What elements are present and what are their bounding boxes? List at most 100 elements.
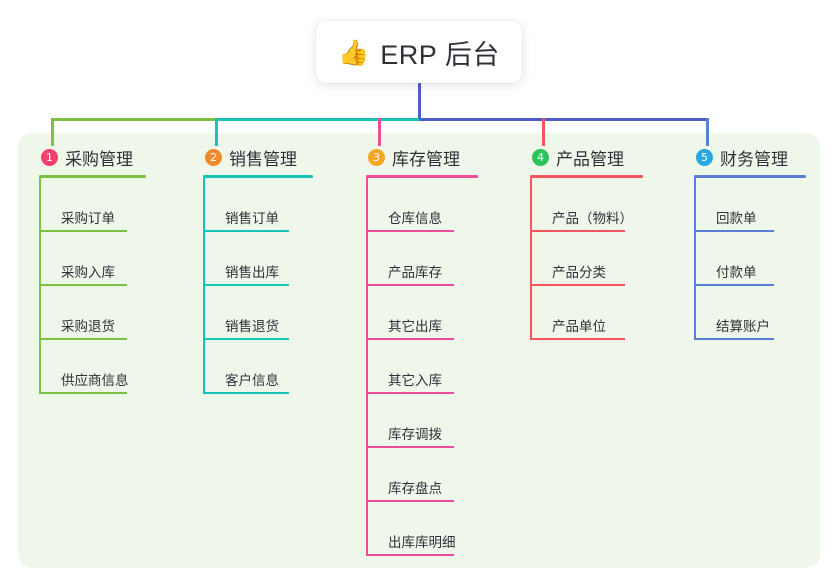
branch-item[interactable]: 销售出库 (203, 232, 313, 286)
branch-header-4[interactable]: 4 产品管理 (530, 146, 643, 169)
branch-5: 5 财务管理回款单付款单结算账户 (694, 146, 806, 340)
branch-item-rule (203, 392, 289, 394)
branch-rule-4 (530, 175, 643, 178)
branch-item-label: 仓库信息 (388, 211, 442, 226)
branch-item-label: 采购退货 (61, 319, 115, 334)
branch-4: 4 产品管理产品（物料） 产品分类产品单位 (530, 146, 643, 340)
branch-item-label: 其它出库 (388, 319, 442, 334)
branch-item-label: 出库库明细 (388, 535, 456, 550)
branch-item-rule (694, 284, 774, 286)
branch-label-3: 库存管理 (392, 149, 460, 169)
branch-item[interactable]: 库存盘点 (366, 448, 478, 502)
branch-items-2: 销售订单销售出库销售退货客户信息 (203, 178, 313, 394)
branch-item-rule (694, 338, 774, 340)
root-connector-stem (418, 83, 421, 121)
branch-item-rule (366, 338, 454, 340)
branch-item[interactable]: 其它出库 (366, 286, 478, 340)
branch-item-rule (530, 338, 625, 340)
branch-item-label: 结算账户 (716, 319, 770, 334)
branch-header-2[interactable]: 2 销售管理 (203, 146, 313, 169)
branch-badge-1: 1 (41, 148, 58, 166)
branch-item[interactable]: 库存调拨 (366, 394, 478, 448)
branch-item[interactable]: 仓库信息 (366, 178, 478, 232)
branches-panel (18, 133, 820, 568)
branch-header-3[interactable]: 3 库存管理 (366, 146, 478, 169)
branch-stem-3 (366, 178, 368, 556)
branch-item[interactable]: 采购入库 (39, 232, 146, 286)
branch-header-1[interactable]: 1 采购管理 (39, 146, 146, 169)
branch-item-rule (694, 230, 774, 232)
branch-item[interactable]: 客户信息 (203, 340, 313, 394)
branch-item-rule (203, 230, 289, 232)
branch-label-2: 销售管理 (229, 149, 297, 169)
branch-item-rule (39, 230, 127, 232)
branch-badge-5: 5 (696, 148, 713, 166)
branch-item-label: 回款单 (716, 211, 757, 226)
branch-1: 1 采购管理采购订单采购入库采购退货供应商信息 (39, 146, 146, 394)
branch-label-5: 财务管理 (720, 149, 788, 169)
branch-item[interactable]: 销售订单 (203, 178, 313, 232)
branch-item-label: 采购订单 (61, 211, 115, 226)
branch-item[interactable]: 回款单 (694, 178, 806, 232)
branch-3: 3 库存管理仓库信息产品库存其它出库其它入库库存调拨库存盘点出库库明细 (366, 146, 478, 556)
branch-item-label: 库存调拨 (388, 427, 442, 442)
connector-drop-4 (542, 118, 545, 146)
branch-label-4: 产品管理 (556, 149, 624, 169)
branch-item[interactable]: 付款单 (694, 232, 806, 286)
branch-item[interactable]: 其它入库 (366, 340, 478, 394)
branch-item[interactable]: 产品库存 (366, 232, 478, 286)
branch-item[interactable]: 供应商信息 (39, 340, 146, 394)
branch-item[interactable]: 产品分类 (530, 232, 643, 286)
branch-label-1: 采购管理 (65, 149, 133, 169)
branch-rule-3 (366, 175, 478, 178)
connector-drop-2 (215, 118, 218, 146)
thumbs-up-icon: 👍 (338, 37, 370, 67)
branch-item-label: 产品分类 (552, 265, 606, 280)
branch-badge-2: 2 (205, 148, 222, 166)
branch-item-rule (203, 284, 289, 286)
branch-item[interactable]: 采购订单 (39, 178, 146, 232)
branch-item[interactable]: 采购退货 (39, 286, 146, 340)
branch-item-label: 客户信息 (225, 373, 279, 388)
branch-item-rule (203, 338, 289, 340)
branch-item-rule (366, 392, 454, 394)
connector-drop-1 (51, 118, 54, 146)
branch-badge-4: 4 (532, 148, 549, 166)
branch-item-rule (530, 284, 625, 286)
branch-2: 2 销售管理销售订单销售出库销售退货客户信息 (203, 146, 313, 394)
root-node-label: ERP 后台 (380, 39, 500, 70)
connector-bus-segment-3 (419, 118, 709, 121)
branch-item[interactable]: 产品（物料） (530, 178, 643, 232)
branch-header-5[interactable]: 5 财务管理 (694, 146, 806, 169)
branch-stem-5 (694, 178, 696, 340)
branch-item-label: 供应商信息 (61, 373, 129, 388)
branch-item-rule (39, 284, 127, 286)
branch-item-label: 库存盘点 (388, 481, 442, 496)
branch-item[interactable]: 出库库明细 (366, 502, 478, 556)
branch-stem-1 (39, 178, 41, 394)
connector-drop-3 (378, 118, 381, 146)
branch-item-label: 其它入库 (388, 373, 442, 388)
branch-item-label: 产品单位 (552, 319, 606, 334)
branch-stem-4 (530, 178, 532, 340)
branch-item-label: 销售退货 (225, 319, 279, 334)
branch-item-rule (366, 554, 454, 556)
branch-items-1: 采购订单采购入库采购退货供应商信息 (39, 178, 146, 394)
branch-item-rule (530, 230, 625, 232)
branch-item-rule (39, 338, 127, 340)
branch-item-label: 产品库存 (388, 265, 442, 280)
connector-bus-segment-1 (51, 118, 218, 121)
branch-badge-3: 3 (368, 148, 385, 166)
branch-item-rule (366, 446, 454, 448)
branch-item[interactable]: 销售退货 (203, 286, 313, 340)
branch-rule-1 (39, 175, 146, 178)
root-node[interactable]: 👍 ERP 后台 (316, 21, 522, 83)
branch-items-5: 回款单付款单结算账户 (694, 178, 806, 340)
branch-item[interactable]: 结算账户 (694, 286, 806, 340)
branch-item-label: 产品（物料） (552, 211, 633, 226)
branch-item-label: 付款单 (716, 265, 757, 280)
branch-item-label: 销售订单 (225, 211, 279, 226)
connector-drop-5 (706, 118, 709, 146)
branch-item[interactable]: 产品单位 (530, 286, 643, 340)
branch-items-4: 产品（物料） 产品分类产品单位 (530, 178, 643, 340)
